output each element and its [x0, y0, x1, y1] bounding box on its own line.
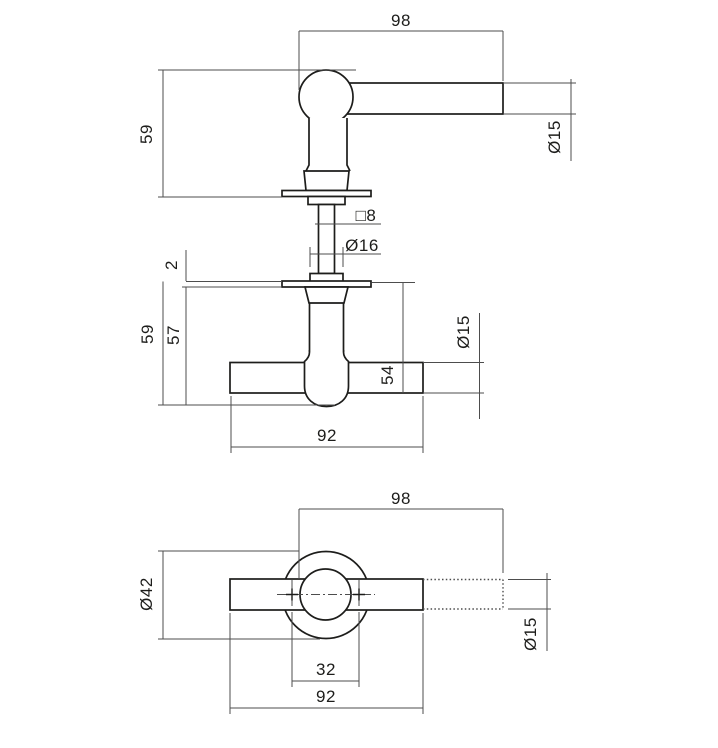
plan-centerlines-vertical — [291, 580, 360, 609]
side-dim-spindle-label: □8 — [356, 206, 377, 225]
front-ball-pivot — [303, 350, 350, 408]
plan-dim-screw-spacing-label: 32 — [316, 660, 336, 679]
side-dim-lever-diameter: Ø15 — [503, 79, 576, 161]
side-rose-plate — [281, 189, 372, 198]
side-dim-neck-diameter-label: Ø16 — [345, 236, 379, 255]
side-dim-spindle: □8 — [315, 206, 381, 225]
front-dim-height-total: 59 — [138, 281, 335, 406]
side-neck — [305, 118, 351, 172]
plan-dim-length: 98 — [298, 489, 504, 579]
front-dim-lever-length: 92 — [230, 396, 424, 453]
front-ball-fill — [304, 350, 349, 407]
side-dim-lever-diameter-label: Ø15 — [545, 120, 564, 154]
front-neck-fill — [309, 303, 344, 352]
front-view: 2 59 57 54 Ø15 92 — [138, 250, 484, 453]
side-dim-length: 98 — [298, 11, 504, 90]
side-dim-neck-diameter: Ø16 — [309, 236, 381, 267]
front-dim-rose-thickness-label: 2 — [162, 260, 181, 270]
side-dim-height-label: 59 — [137, 124, 156, 144]
front-dim-height-below-rose-label: 57 — [164, 325, 183, 345]
plan-dim-lever-length: 92 — [229, 613, 424, 714]
front-dim-height-to-lever-label: 54 — [378, 365, 397, 385]
plan-dim-length-label: 98 — [391, 489, 411, 508]
front-dim-height-to-lever: 54 — [372, 282, 415, 393]
plan-dim-screw-spacing: 32 — [291, 612, 360, 687]
plan-dim-lever-diameter-label: Ø15 — [521, 617, 540, 651]
front-dim-lever-diameter-label: Ø15 — [454, 315, 473, 349]
spindle — [317, 203, 336, 275]
front-dim-height-below-rose: 57 — [164, 287, 187, 405]
plan-dim-rose-diameter-label: Ø42 — [137, 577, 156, 611]
front-dim-rose-thickness: 2 — [162, 250, 282, 288]
front-dim-lever-diameter: Ø15 — [423, 313, 484, 419]
side-rose-boss — [307, 195, 346, 206]
plan-dim-rose-diameter: Ø42 — [137, 550, 320, 640]
plan-view: 98 Ø42 Ø15 32 92 — [137, 489, 551, 714]
front-rose-plate — [281, 280, 372, 288]
front-collar — [303, 286, 350, 304]
side-collar — [303, 170, 350, 192]
plan-screw-cross-right — [353, 588, 365, 601]
side-neck-fill — [306, 118, 350, 171]
front-dim-height-total-label: 59 — [138, 324, 157, 344]
side-dim-length-label: 98 — [391, 11, 411, 30]
front-neck — [308, 303, 345, 352]
plan-screw-cross-left — [286, 588, 298, 601]
front-dim-lever-length-label: 92 — [317, 426, 337, 445]
side-view: 98 59 Ø15 □8 Ø16 — [137, 11, 576, 283]
plan-dim-lever-length-label: 92 — [316, 687, 336, 706]
plan-dim-lever-diameter: Ø15 — [508, 573, 551, 651]
side-ball-pivot — [298, 69, 354, 125]
plan-grip-extension — [423, 578, 504, 610]
side-lever-bar — [329, 82, 504, 115]
side-dim-height: 59 — [137, 69, 356, 198]
